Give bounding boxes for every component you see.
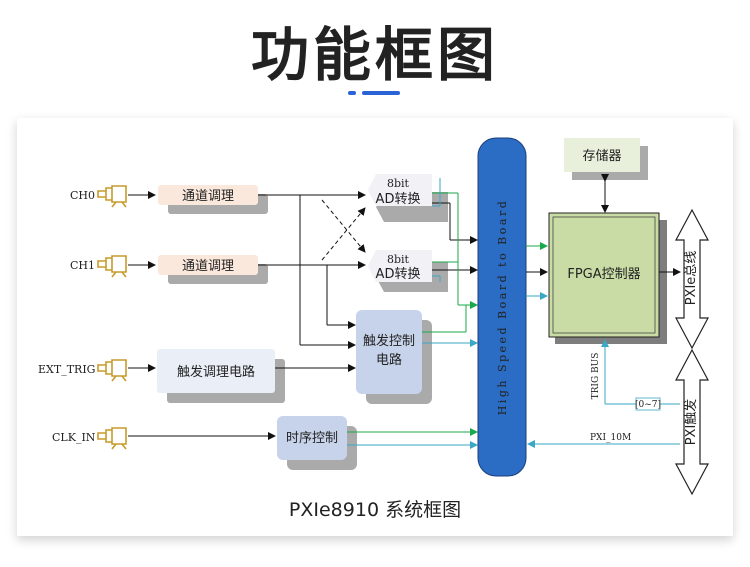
pxie-bus-label: PXIe总线 bbox=[684, 251, 699, 306]
ext-trig-label: EXT_TRIG bbox=[38, 363, 95, 376]
storage-box bbox=[564, 138, 640, 172]
bus-label: High Speed Board to Board bbox=[496, 199, 509, 416]
trig-ctrl-line2: 电路 bbox=[376, 352, 402, 368]
adc1-line2: AD转换 bbox=[376, 267, 421, 282]
diagram-caption: PXIe8910 系统框图 bbox=[288, 499, 462, 521]
trig-range-label: [0~7] bbox=[635, 400, 661, 410]
cond0-label: 通道调理 bbox=[182, 189, 234, 204]
cond1-label: 通道调理 bbox=[182, 259, 234, 274]
clock-control-box bbox=[277, 416, 347, 460]
channel-conditioning-1 bbox=[158, 255, 258, 275]
storage-label: 存储器 bbox=[582, 149, 621, 164]
pxi-trigger-label: PXI触发 bbox=[683, 399, 699, 446]
adc-block-0 bbox=[368, 174, 432, 206]
fpga-label: FPGA控制器 bbox=[567, 267, 640, 282]
connector-icon bbox=[97, 185, 127, 450]
trigger-control-box bbox=[356, 310, 422, 394]
trigger-conditioning-box bbox=[157, 349, 275, 393]
pxi-trigger-arrow bbox=[675, 348, 709, 496]
trig-cond-label: 触发调理电路 bbox=[177, 364, 255, 380]
trig-bus-label: TRIG BUS bbox=[591, 353, 601, 400]
fpga-controller bbox=[548, 212, 660, 338]
clk-in-label: CLK_IN bbox=[52, 431, 96, 444]
adc0-line1: 8bit bbox=[387, 177, 410, 190]
adc1-line1: 8bit bbox=[387, 253, 410, 266]
pxi-10m-label: PXI_10M bbox=[590, 433, 631, 443]
ch0-label: CH0 bbox=[70, 189, 95, 202]
adc-block-1 bbox=[368, 250, 432, 282]
page-title: 功能框图 bbox=[250, 21, 499, 89]
adc0-line2: AD转换 bbox=[376, 192, 421, 207]
clock-label: 时序控制 bbox=[286, 431, 338, 446]
channel-conditioning-0 bbox=[158, 185, 258, 205]
title-underline bbox=[362, 91, 400, 95]
pxie-bus-arrow bbox=[675, 208, 709, 350]
high-speed-bus bbox=[477, 137, 527, 477]
ch1-label: CH1 bbox=[70, 259, 95, 272]
title-underline-dot bbox=[348, 91, 356, 95]
trig-ctrl-line1: 触发控制 bbox=[363, 333, 415, 349]
